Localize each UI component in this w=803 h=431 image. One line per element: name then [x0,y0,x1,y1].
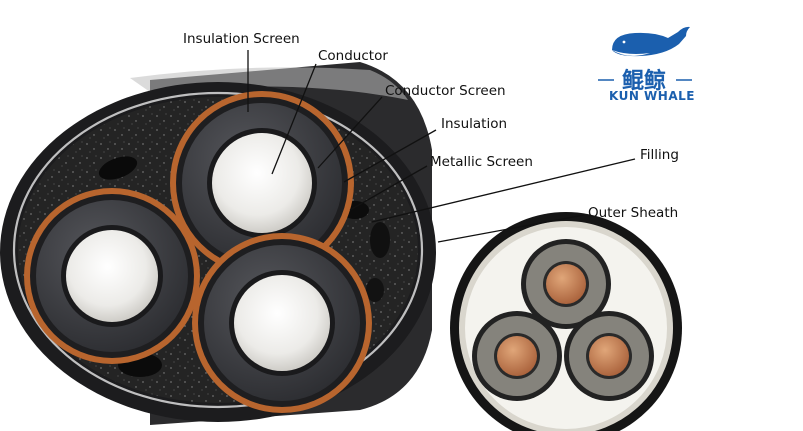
reference-cable [450,212,682,431]
leader-metallic-screen [349,165,428,211]
filling-void [370,222,390,258]
labels: Insulation Screen Conductor Conductor Sc… [183,31,679,221]
whale-icon [612,26,690,57]
filling-void [366,278,384,302]
label-conductor-screen: Conductor Screen [385,83,506,99]
label-conductor: Conductor [318,48,388,64]
cable-core [192,233,372,413]
label-metallic-screen: Metallic Screen [430,154,533,170]
conductor-core [66,230,158,322]
filling-void [98,156,138,180]
cable-body-top-highlight [130,67,408,100]
logo-chinese-text: 鲲鲸 [622,68,666,94]
cable-core [170,91,354,275]
label-insulation-screen: Insulation Screen [183,31,300,47]
label-outer-sheath: Outer Sheath [588,205,678,221]
label-insulation: Insulation [441,116,507,132]
ref-copper-conductor [497,336,537,376]
main-cable [0,62,436,425]
brand-logo: 鲲鲸 KUN WHALE [598,26,695,103]
leader-outer-sheath [437,214,585,243]
leader-lines [247,50,636,243]
cable-core [24,188,200,364]
separation-tape [12,91,424,409]
leader-conductor [271,63,317,175]
leader-conductor-screen [317,96,383,169]
logo-english-text: KUN WHALE [609,89,695,103]
leader-filling [371,158,636,223]
ref-copper-conductor [546,264,586,304]
leader-insulation [343,129,437,183]
ref-copper-conductor [589,336,629,376]
ref-filling-shade [459,221,673,431]
conductor-core [234,275,330,371]
label-filling: Filling [640,147,679,163]
conductor-core [212,133,312,233]
